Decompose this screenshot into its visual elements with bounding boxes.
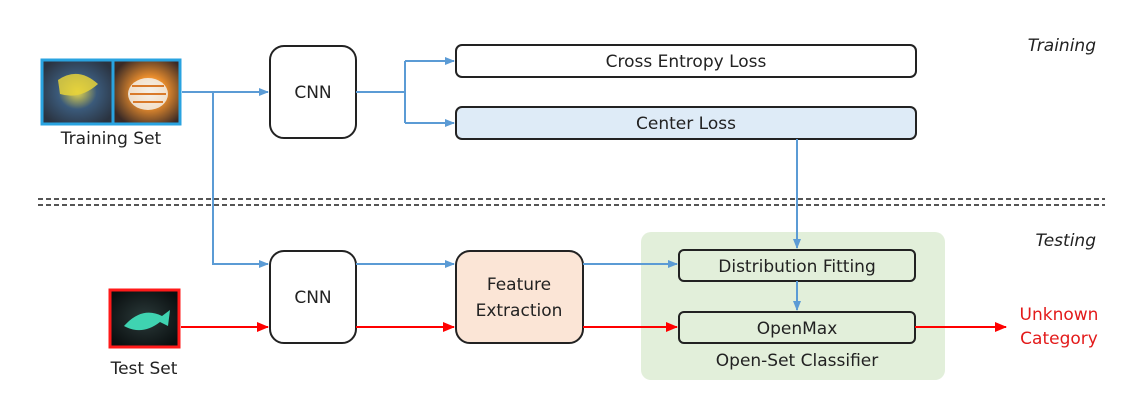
feature-extraction-label-line2: Extraction	[476, 301, 563, 321]
phase-label-training: Training	[1028, 36, 1096, 56]
center-loss-label: Center Loss	[636, 114, 736, 134]
feature-extraction-box	[455, 250, 584, 344]
cnn-train-label: CNN	[294, 83, 331, 103]
cnn-test-label: CNN	[294, 288, 331, 308]
distribution-fitting-label: Distribution Fitting	[718, 257, 875, 277]
blue-connectors	[182, 57, 801, 311]
open-set-classifier-label: Open-Set Classifier	[716, 351, 878, 371]
test-set-label: Test Set	[110, 359, 178, 379]
training-set-label: Training Set	[60, 129, 162, 149]
phase-separator	[38, 198, 1105, 206]
output-label-line1: Unknown	[1020, 305, 1099, 325]
phase-label-testing: Testing	[1035, 231, 1096, 251]
cross-entropy-loss-label: Cross Entropy Loss	[606, 52, 767, 72]
center-loss-box	[455, 106, 917, 140]
cross-entropy-loss-box	[455, 44, 917, 78]
openmax-label: OpenMax	[757, 319, 838, 339]
output-label-line2: Category	[1020, 329, 1098, 349]
test-set-image	[108, 288, 181, 349]
cnn-test-box	[269, 250, 357, 344]
feature-extraction-label-line1: Feature	[487, 275, 551, 295]
training-set-images	[40, 58, 182, 126]
